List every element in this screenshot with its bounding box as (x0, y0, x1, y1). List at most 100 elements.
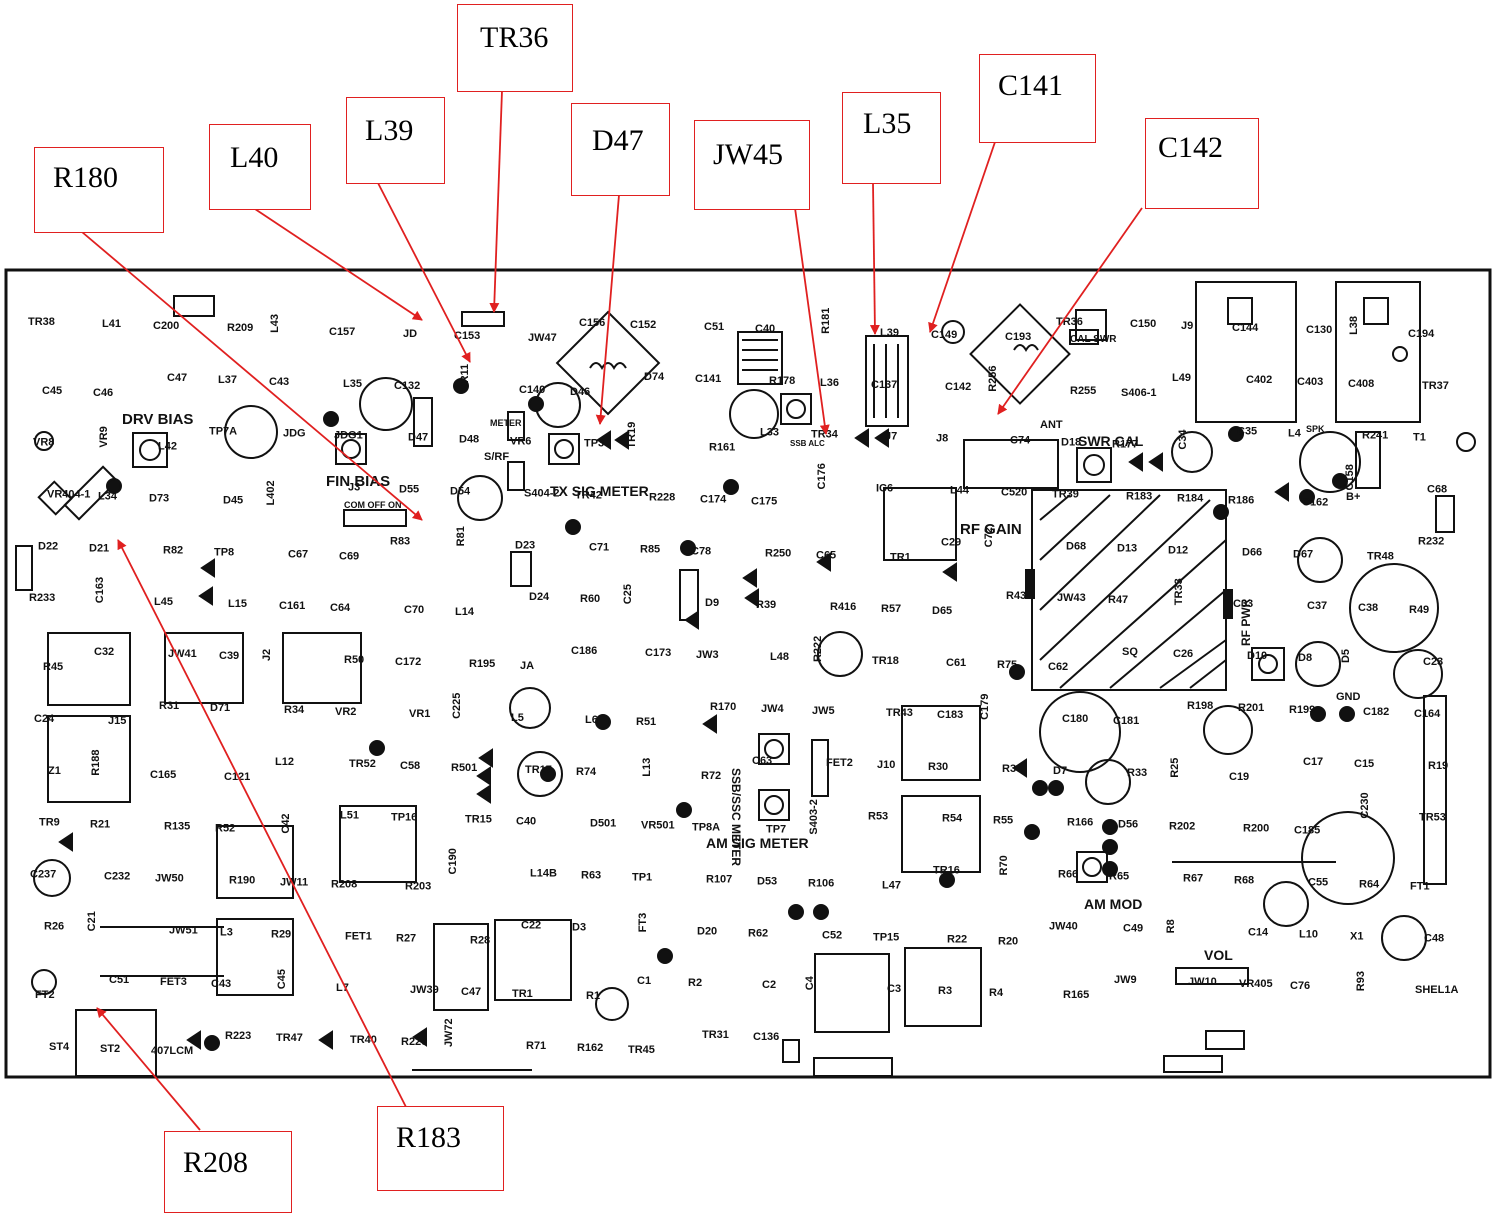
designator-r256: R256 (987, 365, 999, 391)
designator-r33: R33 (1127, 767, 1147, 779)
designator-c14: C14 (1248, 926, 1269, 938)
designator-r60: R60 (580, 593, 600, 605)
designator-r93: R93 (1355, 971, 1367, 991)
designator-tp3: TP3 (584, 438, 604, 450)
designator-c29: C29 (941, 536, 961, 548)
pad-l12 (216, 825, 294, 899)
designator-r72: R72 (701, 770, 721, 782)
designator-r195: R195 (469, 658, 495, 670)
designator-r202: R202 (1169, 821, 1195, 833)
designator-r53: R53 (868, 811, 888, 823)
designator-l33: L33 (760, 427, 779, 439)
designator-c35: C35 (1237, 426, 1257, 438)
designator-jw50: JW50 (155, 872, 184, 884)
designator-r22: R22 (947, 933, 967, 945)
designator-c182: C182 (1363, 706, 1389, 718)
label-spk: SPK (1306, 424, 1325, 434)
designator-c193: C193 (1005, 331, 1031, 343)
designator-r250: R250 (765, 547, 791, 559)
designator-tp16: TP16 (391, 812, 417, 824)
designator-l44: L44 (950, 484, 970, 496)
designator-c40: C40 (755, 323, 775, 335)
pad-l10 (814, 953, 890, 1033)
designator-tr36: TR36 (1056, 316, 1083, 328)
callout-c142: C142 (1145, 118, 1259, 209)
designator-tp1: TP1 (632, 871, 652, 883)
designator-c22: C22 (521, 919, 541, 931)
designator-jw10: JW10 (1188, 976, 1217, 988)
designator-d53: D53 (757, 875, 777, 887)
designator-c140: C140 (519, 384, 545, 396)
designator-d501: D501 (590, 818, 616, 830)
callout-r183: R183 (377, 1106, 504, 1191)
designator-r28: R28 (470, 934, 490, 946)
pad-l13 (339, 805, 417, 883)
designator-c23: C23 (1423, 656, 1443, 668)
designator-d55: D55 (399, 483, 419, 495)
designator-jw41: JW41 (168, 648, 197, 660)
designator-l14: L14 (455, 606, 475, 618)
designator-d73: D73 (149, 492, 169, 504)
designator-jw72: JW72 (443, 1018, 455, 1047)
designator-c132: C132 (394, 380, 420, 392)
designator-c175: C175 (751, 495, 777, 507)
designator-l45: L45 (154, 596, 173, 608)
designator-c72: C72 (983, 527, 995, 547)
designator-r68: R68 (1234, 874, 1254, 886)
designator-d18: D18 (1061, 437, 1081, 449)
designator-c144: C144 (1232, 322, 1259, 334)
designator-d10: D10 (1247, 650, 1267, 662)
designator-r166: R166 (1067, 817, 1093, 829)
designator-d66: D66 (1242, 546, 1262, 558)
designator-r66: R66 (1058, 868, 1078, 880)
designator-c162: C162 (1302, 496, 1328, 508)
designator-c520: C520 (1001, 486, 1027, 498)
designator-jw39: JW39 (410, 984, 439, 996)
designator-r1: R1 (586, 990, 600, 1002)
designator-r30: R30 (928, 761, 948, 773)
designator-d22: D22 (38, 540, 58, 552)
designator-r201: R201 (1238, 702, 1264, 714)
designator-tr47: TR47 (276, 1032, 303, 1044)
designator-r65: R65 (1109, 870, 1129, 882)
designator-tp15: TP15 (873, 931, 899, 943)
designator-tr31: TR31 (702, 1029, 729, 1041)
designator-r222: R222 (812, 636, 824, 662)
designator-r50: R50 (344, 654, 364, 666)
designator-r198: R198 (1187, 700, 1213, 712)
leader-l40 (254, 208, 423, 321)
designator-r183: R183 (1126, 490, 1152, 502)
designator-c38: C38 (1358, 602, 1378, 614)
capacitors-large (33, 377, 1443, 961)
pad-l7 (904, 947, 982, 1027)
designator-c26: C26 (1173, 648, 1193, 660)
designator-l3: L3 (220, 926, 233, 938)
designator-l39: L39 (880, 327, 899, 339)
designator-d7: D7 (1053, 765, 1067, 777)
callout-d47: D47 (571, 103, 670, 196)
designator-r55: R55 (993, 815, 1013, 827)
label-am-mod: AM MOD (1084, 896, 1142, 912)
designator-j9: J9 (1181, 320, 1193, 332)
designator-l47: L47 (882, 879, 901, 891)
designator-r27: R27 (396, 932, 416, 944)
designator-c70: C70 (404, 604, 424, 616)
designator-r181: R181 (820, 308, 832, 334)
designator-c51: C51 (704, 321, 724, 333)
designator-tr38: TR38 (28, 316, 55, 328)
designator-r63: R63 (581, 869, 601, 881)
designator-tr16: TR16 (933, 864, 960, 876)
designator-ft3: FT3 (637, 913, 649, 933)
designator-vr8: VR8 (33, 437, 54, 449)
designator-c152: C152 (630, 319, 656, 331)
designator-tr19: TR19 (626, 422, 638, 449)
pad-ft2 (813, 1057, 893, 1077)
designator-d65: D65 (932, 605, 952, 617)
designator-c237: C237 (30, 868, 56, 880)
designator-c1: C1 (637, 975, 651, 987)
designator-c61: C61 (946, 657, 966, 669)
connector-spk (1195, 281, 1297, 423)
designator-tr18: TR18 (872, 655, 899, 667)
designator-r199: R199 (1289, 704, 1315, 716)
